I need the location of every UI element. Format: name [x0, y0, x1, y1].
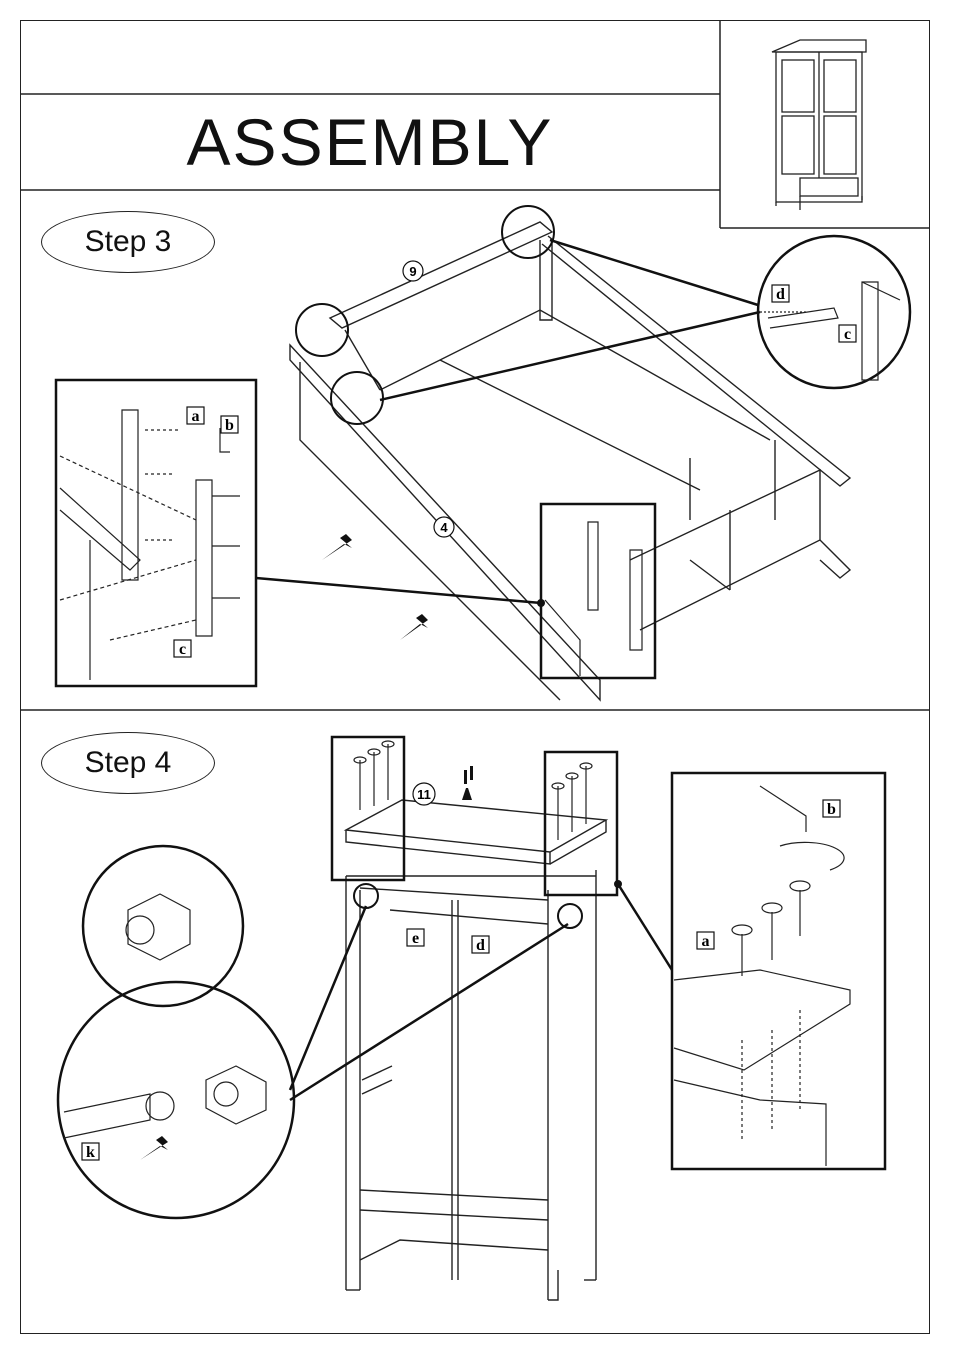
part-label-b: b: [225, 417, 234, 434]
part-label-k: k: [86, 1144, 95, 1161]
part-label-d-zoom: d: [776, 286, 785, 303]
step-3-label: Step 3: [41, 211, 215, 273]
part-label-c-zoom: c: [844, 326, 851, 343]
part-number-11: 11: [417, 787, 431, 802]
part-label-b-step4: b: [827, 801, 836, 818]
wardrobe-thumbnail: [772, 40, 866, 210]
part-label-a-step4: a: [702, 933, 710, 950]
page-title: ASSEMBLY: [20, 94, 720, 190]
part-label-a: a: [192, 408, 200, 425]
step-4-label: Step 4: [41, 732, 215, 794]
step4-wardrobe-drawing: [346, 800, 606, 1300]
part-label-c: c: [179, 641, 186, 658]
part-number-9: 9: [409, 264, 416, 279]
part-label-e: e: [412, 930, 419, 947]
part-label-d: d: [476, 937, 485, 954]
part-number-4: 4: [440, 520, 448, 535]
